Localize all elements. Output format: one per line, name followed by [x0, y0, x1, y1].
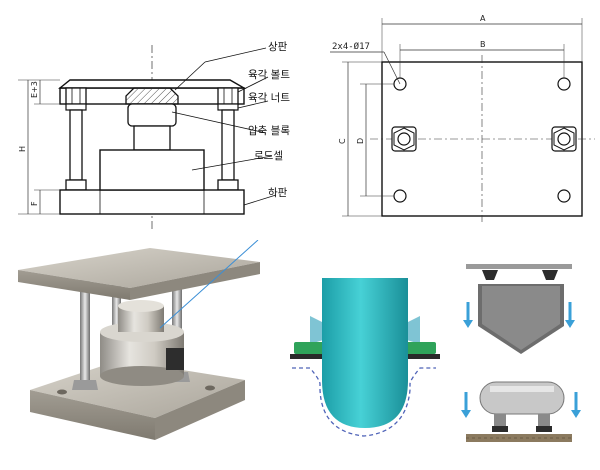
- top-plate-chamfer-left: [58, 79, 247, 89]
- vessel-diagrams: [460, 262, 600, 466]
- hole-bottom-right: [557, 189, 571, 203]
- dim-top-thickness: E+3: [30, 81, 39, 98]
- bolt-hole-left: [397, 132, 411, 146]
- dim-d: D: [356, 138, 365, 144]
- hole-top-right: [557, 77, 571, 91]
- dim-a: A: [480, 14, 486, 23]
- hopper-mount-left: [482, 270, 498, 280]
- bracket-schematic: [270, 260, 460, 466]
- base-plate-side: [155, 380, 245, 440]
- product-render-svg: [18, 239, 260, 440]
- tank-support-left: [494, 414, 506, 426]
- bolt-hole-right: [557, 132, 571, 146]
- plan-drawing: A B C D 2x4-Ø17: [310, 0, 600, 240]
- hole-bottom-left: [393, 189, 407, 203]
- column-right: [221, 109, 235, 181]
- callout-compression-block: 압축 블록: [248, 124, 290, 137]
- ground: [466, 434, 572, 442]
- arrow-down-left-1: [463, 320, 473, 328]
- dim-total-height: H: [18, 146, 27, 152]
- column-left: [69, 109, 83, 181]
- arrow-down-right-1: [565, 320, 575, 328]
- bolt-head-right: [217, 87, 239, 105]
- cell-label: [166, 348, 184, 370]
- nut-right: [217, 103, 239, 111]
- section-drawing-svg: 상판 육각 볼트 육각 너트 압축 블록 로드셀 하판 E+3 H F: [18, 41, 290, 230]
- callout-hex-nut: 육각 너트: [248, 92, 290, 104]
- hole-spec-label: 2x4-Ø17: [332, 41, 370, 52]
- nut-left: [65, 103, 87, 111]
- teal-vessel: [322, 278, 408, 428]
- load-cell-body: [99, 149, 205, 191]
- rod-left: [80, 280, 90, 388]
- base-plate-front: [30, 390, 155, 440]
- dashed-outline: [292, 367, 436, 437]
- bottom-nut-left: [65, 179, 87, 191]
- bottom-plate: [59, 189, 245, 215]
- plan-drawing-svg: A B C D 2x4-Ø17: [330, 14, 595, 222]
- render-leader-line: [159, 239, 259, 329]
- dim-c: C: [338, 138, 347, 144]
- arrow-down-right-2: [571, 410, 581, 418]
- vessel-diagrams-svg: [461, 264, 581, 442]
- callout-bottom-plate: 하판: [268, 186, 288, 199]
- hopper-beam: [466, 264, 572, 269]
- section-drawing: 상판 육각 볼트 육각 너트 압축 블록 로드셀 하판 E+3 H F: [0, 0, 310, 240]
- top-plate-surface: [18, 248, 260, 288]
- hopper-mount-right: [542, 270, 558, 280]
- callout-load-cell: 로드셀: [254, 150, 283, 162]
- support-left: [294, 342, 324, 354]
- support-right: [406, 342, 436, 354]
- product-render: [0, 239, 270, 466]
- bottom-nut-right: [217, 179, 239, 191]
- bolt-hex-left: [393, 127, 415, 151]
- load-cell-neck: [133, 125, 171, 151]
- top-plate-front: [18, 270, 130, 300]
- dim-bottom-thickness: F: [30, 201, 39, 206]
- bracket-schematic-svg: [290, 278, 440, 437]
- top-plate-right: [130, 262, 260, 300]
- bolt-hex-right: [553, 127, 575, 151]
- bolt-head-left: [65, 87, 87, 105]
- arrow-down-left-2: [461, 410, 471, 418]
- dim-b: B: [480, 40, 486, 49]
- compression-block: [125, 87, 179, 105]
- tank-support-right: [538, 414, 550, 426]
- rod-back: [112, 274, 121, 354]
- cell-bottom: [100, 366, 184, 386]
- load-cell-cap: [127, 103, 177, 127]
- nut-bottom-left: [72, 380, 98, 390]
- callout-top-plate: 상판: [268, 41, 288, 53]
- callout-hex-bolt: 육각 볼트: [248, 69, 290, 81]
